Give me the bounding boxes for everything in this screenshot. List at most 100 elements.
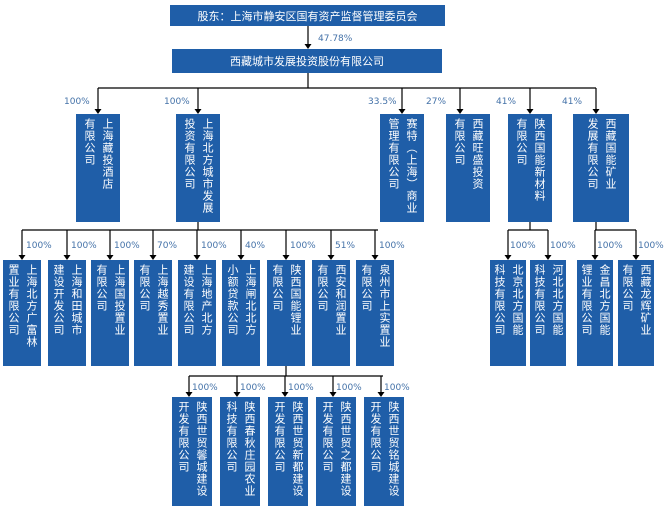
arrow-l2a [282,255,290,260]
arrow-level1 [592,109,600,114]
ownership-pct: 100% [290,241,316,251]
level3-company-box: 陕西世贸新都建设开发有限公司 [268,397,308,506]
arrow-level1 [194,109,202,114]
ownership-pct: 100% [379,241,405,251]
level1-company-box: 上海藏投酒店有限公司 [76,114,120,222]
company-name-column: 开发有限公司 [177,401,190,473]
company-name-column: 北京北方国能 [511,264,524,336]
ownership-pct: 100% [26,241,52,251]
company-name-column: 陕西世贸铭城建设 [387,401,400,497]
company-name-column: 开发有限公司 [321,401,334,473]
level1-company-box: 西藏国能矿业发展有限公司 [573,114,629,222]
company-name-column: 有限公司 [138,264,151,312]
arrow-l2a [106,255,114,260]
arrow-l3 [329,392,337,397]
ownership-pct: 100% [384,383,410,393]
company-name-column: 发展有限公司 [586,118,599,190]
arrow-level1 [456,109,464,114]
company-name-column: 陕西世贸之都建设 [339,401,352,497]
ownership-pct: 100% [638,241,664,251]
shareholder-box: 股东：上海市静安区国有资产监督管理委员会 [170,5,445,26]
company-name-column: 上海国投置业 [113,264,126,336]
ownership-pct: 100% [288,383,314,393]
arrow-l2a [149,255,157,260]
level3-company-box: 陕西世贸之都建设开发有限公司 [316,397,356,506]
arrow-l2b [632,255,640,260]
ownership-pct: 40% [245,241,266,251]
company-name-column: 开发有限公司 [369,401,382,473]
company-name-column: 上海越秀置业 [156,264,169,336]
company-name-column: 有限公司 [316,264,329,312]
arrow-l3 [281,392,289,397]
company-name-column: 陕西春秋庄园农业 [243,401,256,497]
company-name-column: 河北北方国能 [551,264,564,336]
arrow-l3 [185,392,193,397]
level2a-company-box: 西安和润置业有限公司 [312,260,350,366]
root-company-box: 西藏城市发展投资股份有限公司 [172,49,442,73]
company-name-column: 置业有限公司 [7,264,20,336]
ownership-pct: 41% [562,97,583,107]
company-name-column: 有限公司 [95,264,108,312]
ownership-pct: 100% [240,383,266,393]
level2b-company-box: 河北北方国能科技有限公司 [530,260,566,366]
company-name-column: 泉州市上实置业 [378,264,391,348]
company-name-column: 建设有限公司 [182,264,195,336]
company-name-column: 赛特（上海）商业 [405,118,418,214]
ownership-pct: 100% [201,241,227,251]
level2b-company-box: 北京北方国能科技有限公司 [490,260,526,366]
ownership-pct: 100% [336,383,362,393]
shareholder-name: 股东：上海市静安区国有资产监督管理委员会 [197,9,418,23]
level2b-company-box: 西藏龙辉矿业有限公司 [618,260,654,366]
company-name-column: 西藏国能矿业 [604,118,617,190]
company-name-column: 科技有限公司 [493,264,506,336]
ownership-pct: 100% [64,97,90,107]
arrow-l2a [327,255,335,260]
level2a-company-box: 上海地产北方建设有限公司 [178,260,216,366]
company-name-column: 上海闸北北方 [244,264,257,336]
company-name-column: 科技有限公司 [533,264,546,336]
ownership-pct: 100% [550,241,576,251]
ownership-pct: 100% [192,383,218,393]
arrow-l2a [237,255,245,260]
company-name-column: 上海藏投酒店 [101,118,114,190]
arrow-level1 [526,109,534,114]
arrow-l2b [504,255,512,260]
ownership-pct: 70% [157,241,178,251]
level3-company-box: 陕西世贸铭城建设开发有限公司 [364,397,404,506]
company-name-column: 科技有限公司 [225,401,238,473]
arrow-l2a [371,255,379,260]
company-name-column: 陕西世贸馨城建设 [195,401,208,497]
arrow-level1 [398,109,406,114]
company-name-column: 小额贷款公司 [226,264,239,336]
company-name-column: 西藏旺盛投资 [471,118,484,190]
ownership-pct: 33.5% [368,97,397,107]
level2a-company-box: 上海国投置业有限公司 [91,260,129,366]
company-name-column: 上海地产北方 [200,264,213,336]
company-name-column: 西藏龙辉矿业 [639,264,652,336]
company-name-column: 陕西世贸新都建设 [291,401,304,497]
ownership-pct: 41% [496,97,517,107]
company-name-column: 陕西国能锂业 [289,264,302,336]
company-name-column: 西安和润置业 [334,264,347,336]
ownership-pct: 100% [510,241,536,251]
company-name-column: 投资有限公司 [183,118,196,190]
company-name-column: 有限公司 [453,118,466,166]
company-name-column: 上海和田城市 [70,264,83,336]
level2a-company-box: 泉州市上实置业有限公司 [356,260,394,366]
company-name-column: 有限公司 [621,264,634,312]
company-name-column: 陕西国能新材料 [533,118,546,202]
level3-company-box: 陕西春秋庄园农业科技有限公司 [220,397,260,506]
arrow-l2a [18,255,26,260]
company-name-column: 有限公司 [83,118,96,166]
level2a-company-box: 上海北方广富林置业有限公司 [3,260,41,366]
company-name-column: 上海北方广富林 [25,264,38,348]
level2a-company-box: 上海和田城市建设开发公司 [48,260,86,366]
ownership-pct: 100% [597,241,623,251]
arrow-l2a [193,255,201,260]
company-name-column: 有限公司 [515,118,528,166]
level1-company-box: 上海北方城市发展投资有限公司 [176,114,220,222]
company-name-column: 管理有限公司 [387,118,400,190]
level3-company-box: 陕西世贸馨城建设开发有限公司 [172,397,212,506]
arrow-root [304,44,312,49]
shareholder-pct: 47.78% [318,34,353,44]
